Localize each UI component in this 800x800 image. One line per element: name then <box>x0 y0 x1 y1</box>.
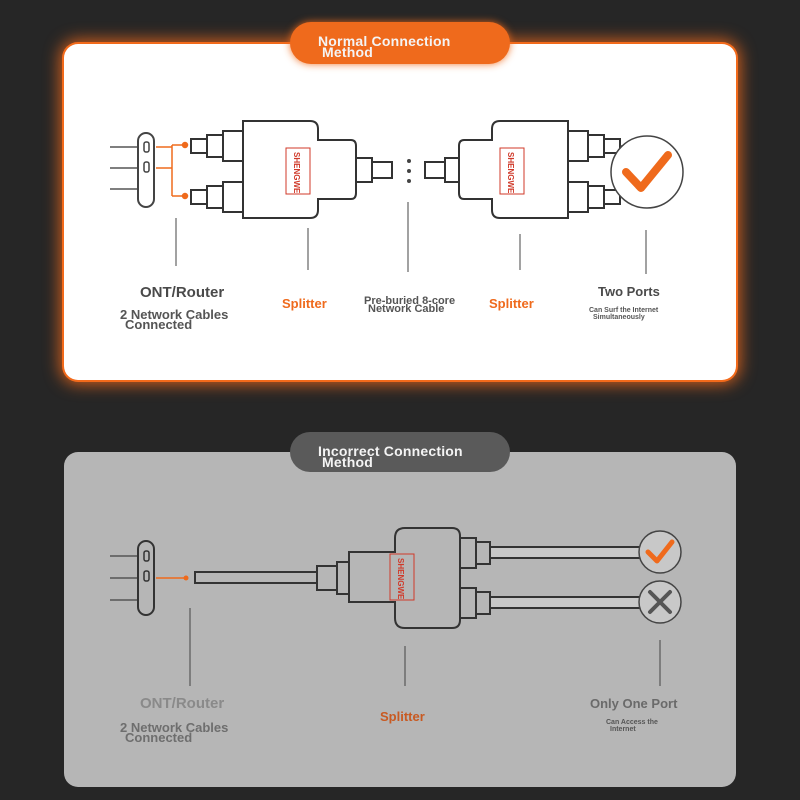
normal-cables-line2: Connected <box>125 317 193 332</box>
normal-connection-title: Normal Connection Method <box>290 22 510 64</box>
wall-plate <box>110 132 155 208</box>
check-icon <box>638 530 682 574</box>
normal-title-line2: Method <box>322 44 373 60</box>
normal-connection-diagram: SHENGWE SHENGWE <box>110 120 684 274</box>
port-cables-bottom <box>489 546 641 609</box>
normal-splitter-right-label: Splitter <box>489 296 534 311</box>
splitter-left <box>190 120 393 219</box>
cross-icon <box>638 580 682 624</box>
normal-ports-label: Two Ports <box>598 284 660 299</box>
splitter-left-brand: SHENGWE <box>292 152 301 194</box>
normal-cables-line1: 2 Network Cables <box>120 307 229 322</box>
normal-cable-line1: Pre-buried 8-core <box>364 295 456 307</box>
normal-splitter-left-label: Splitter <box>282 296 327 311</box>
normal-ports-note-line1: Can Surf the Internet <box>589 307 659 314</box>
incorrect-ports-note-line2: Internet <box>610 726 636 733</box>
wall-plate-bottom <box>110 540 155 616</box>
incorrect-splitter-label: Splitter <box>380 709 425 724</box>
splitter-right-brand: SHENGWE <box>506 152 515 194</box>
normal-title-line1: Normal Connection <box>318 33 451 49</box>
normal-ports-note-line2: Simultaneously <box>593 314 645 321</box>
splitter-right <box>424 120 621 219</box>
leader-lines <box>175 202 647 274</box>
incorrect-title-line1: Incorrect Connection <box>318 443 463 459</box>
normal-ont-router-label: ONT/Router <box>140 284 225 301</box>
incorrect-cables-line1: 2 Network Cables <box>120 720 229 735</box>
orange-connector-line-bottom <box>156 575 189 581</box>
incorrect-cables-line2: Connected <box>125 730 193 745</box>
cable-gap-dots <box>407 159 411 183</box>
normal-connection-panel <box>64 44 736 380</box>
incorrect-ports-note-line1: Can Access the <box>606 719 658 726</box>
incorrect-ont-router-label: ONT/Router <box>140 695 225 712</box>
leader-lines-bottom <box>189 608 661 686</box>
incorrect-title-line2: Method <box>322 454 373 470</box>
splitter-bottom <box>194 527 491 629</box>
incorrect-connection-title: Incorrect Connection Method <box>290 432 510 472</box>
check-icon <box>610 135 684 209</box>
incorrect-connection-diagram: SHENGWE <box>110 527 682 686</box>
splitter-bottom-brand: SHENGWE <box>396 558 405 600</box>
normal-cable-line2: Network Cable <box>368 303 445 315</box>
orange-connector-lines <box>156 141 189 200</box>
incorrect-ports-label: Only One Port <box>590 696 678 711</box>
